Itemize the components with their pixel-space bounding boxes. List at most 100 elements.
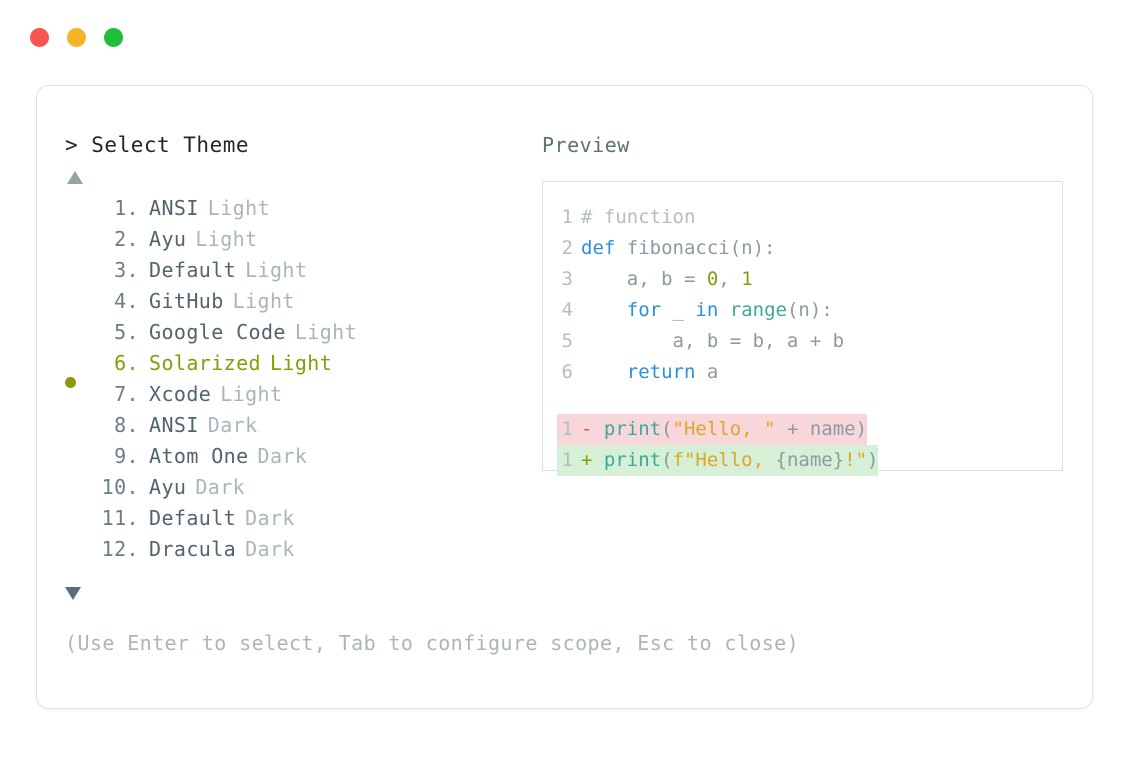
theme-item-variant: Dark (245, 506, 295, 530)
minimize-window-button[interactable] (67, 28, 86, 47)
code-token: (n): (786, 299, 833, 321)
theme-item-variant: Light (245, 258, 308, 282)
code-token: 0 (706, 268, 719, 290)
code-token: ) (867, 449, 879, 471)
theme-item-index: 1. (114, 196, 139, 220)
theme-list-item[interactable]: 9. Atom One Dark (65, 444, 525, 475)
code-token: print (603, 449, 662, 471)
theme-item-name: Default (149, 258, 237, 282)
theme-item-name: Default (149, 506, 237, 530)
theme-list-item[interactable]: 10. Ayu Dark (65, 475, 525, 506)
code-token: def (581, 237, 616, 259)
code-token (581, 299, 627, 321)
code-token: return (626, 361, 696, 383)
theme-item-name: Atom One (149, 444, 249, 468)
theme-list-item[interactable]: 12. Dracula Dark (65, 537, 525, 568)
theme-item-index: 12. (101, 537, 139, 561)
line-number: 1 (561, 206, 573, 228)
code-token: 1 (741, 268, 753, 290)
theme-list-item[interactable]: 8. ANSI Dark (65, 413, 525, 444)
window-traffic-lights (30, 28, 123, 47)
theme-item-index: 9. (114, 444, 139, 468)
code-token (581, 361, 627, 383)
code-token: a, b = (581, 268, 707, 290)
theme-item-name: Solarized (149, 351, 261, 375)
theme-item-variant: Dark (207, 413, 258, 437)
theme-item-index: 2. (114, 227, 139, 251)
theme-item-index: 6. (114, 351, 139, 375)
code-line: 6 return a (557, 357, 1062, 388)
code-token: fibonacci (626, 237, 730, 259)
code-token: # function (581, 206, 696, 228)
code-token: print (603, 418, 662, 440)
code-line: 1 # function (557, 202, 1062, 233)
code-token: ( (661, 449, 673, 471)
line-number: 4 (561, 299, 573, 321)
theme-item-name: GitHub (149, 289, 224, 313)
theme-item-name: Ayu (149, 227, 187, 251)
code-token: range (729, 299, 787, 321)
theme-item-name: ANSI (149, 196, 199, 220)
theme-item-index: 4. (114, 289, 139, 313)
code-token: "Hello, " (672, 418, 776, 440)
line-number: 2 (561, 237, 573, 259)
theme-item-index: 5. (114, 320, 139, 344)
code-token: {name} (775, 449, 845, 471)
theme-list-item[interactable]: 2. Ayu Light (65, 227, 525, 258)
code-token (718, 299, 729, 321)
theme-item-index: 7. (114, 382, 139, 406)
theme-item-name: Google Code (149, 320, 286, 344)
diff-added-line: 1+ print(f"Hello, {name}!") (557, 445, 879, 476)
diff-marker: + (581, 449, 604, 471)
theme-item-variant: Dark (257, 444, 308, 468)
diff-marker: - (581, 418, 604, 440)
theme-item-index: 8. (114, 413, 139, 437)
theme-item-index: 11. (101, 506, 139, 530)
code-token: for (626, 299, 662, 321)
code-token: (n): (729, 237, 776, 259)
line-number: 3 (561, 268, 573, 290)
close-window-button[interactable] (30, 28, 49, 47)
theme-item-name: Ayu (149, 475, 187, 499)
theme-item-variant: Dark (195, 475, 246, 499)
theme-item-variant: Dark (245, 537, 295, 561)
triangle-up-icon[interactable] (67, 171, 83, 184)
theme-item-name: Xcode (149, 382, 212, 406)
theme-item-name: ANSI (149, 413, 199, 437)
theme-item-variant: Light (232, 289, 295, 313)
theme-item-index: 10. (101, 475, 139, 499)
keyboard-hint: (Use Enter to select, Tab to configure s… (65, 631, 800, 655)
line-number: 1 (561, 449, 573, 471)
theme-item-name: Dracula (149, 537, 237, 561)
theme-list-item[interactable]: 5. Google Code Light (65, 320, 525, 351)
code-line: 5 a, b = b, a + b (557, 326, 1062, 357)
theme-list-item[interactable]: 3. Default Light (65, 258, 525, 289)
theme-list-item[interactable]: 11. Default Dark (65, 506, 525, 537)
line-number: 5 (561, 330, 573, 352)
theme-list-item[interactable]: 4. GitHub Light (65, 289, 525, 320)
theme-item-variant: Light (269, 351, 333, 375)
theme-item-index: 3. (114, 258, 139, 282)
page-title: > Select Theme (65, 133, 250, 157)
selected-dot-icon (65, 377, 76, 388)
code-token: + name) (775, 418, 868, 440)
code-line: 2 def fibonacci(n): (557, 233, 1062, 264)
theme-item-variant: Light (294, 320, 358, 344)
triangle-down-icon[interactable] (65, 587, 81, 600)
maximize-window-button[interactable] (104, 28, 123, 47)
line-number: 6 (561, 361, 573, 383)
theme-list-item[interactable]: 6. Solarized Light (65, 351, 525, 388)
diff-preview: 1- print("Hello, " + name)1+ print(f"Hel… (543, 414, 1062, 476)
theme-item-variant: Light (195, 227, 258, 251)
code-token: a, b = b, a + b (581, 330, 845, 352)
diff-line-wrapper: 1- print("Hello, " + name) (557, 414, 1062, 445)
code-token: f"Hello, (672, 449, 776, 471)
